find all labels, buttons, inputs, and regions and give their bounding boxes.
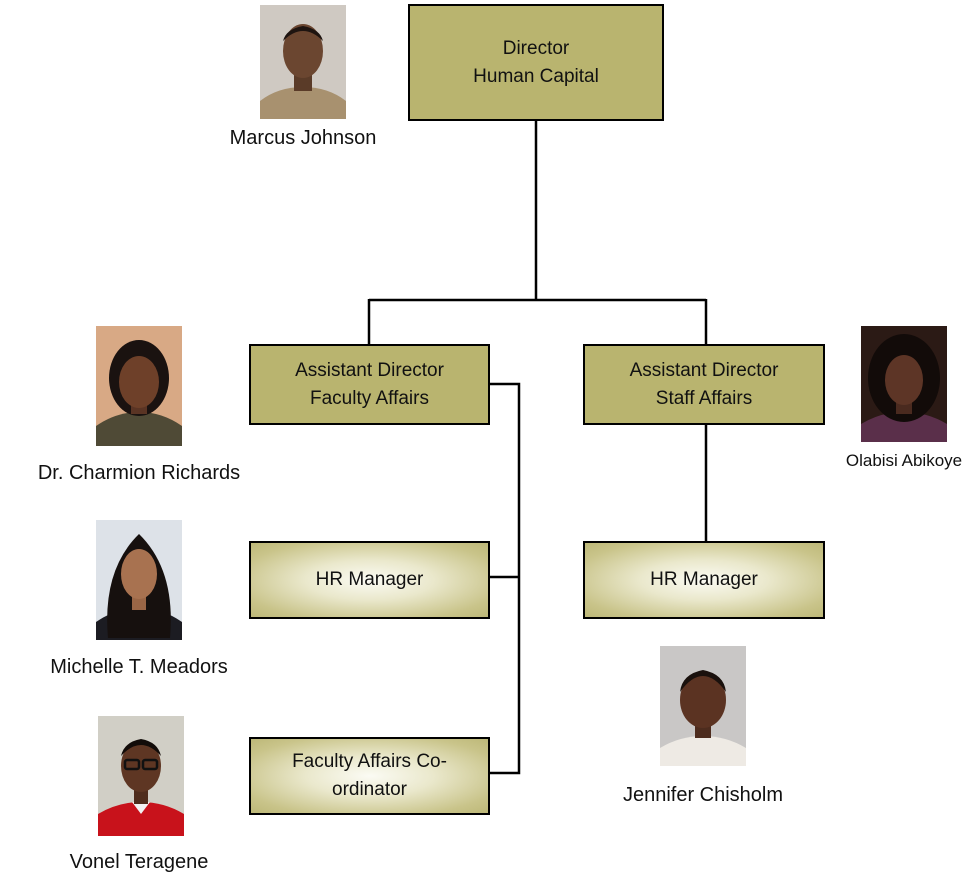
- box-label: Staff Affairs: [655, 387, 753, 409]
- olabisi-abikoye-name: Olabisi Abikoye: [845, 451, 963, 470]
- charmion-richards-photo-icon: [96, 326, 182, 446]
- vonel-teragene-photo-icon: [98, 716, 184, 836]
- box-label: Faculty Affairs: [310, 387, 429, 409]
- connector-faculty-bracket: [489, 382, 521, 775]
- box-label: HR Manager: [650, 569, 758, 591]
- marcus-johnson-photo-icon: [260, 5, 346, 119]
- michelle-meadors-name: Michelle T. Meadors: [50, 656, 228, 678]
- box-label: ordinator: [332, 779, 407, 800]
- box-label: Assistant Director: [295, 359, 444, 381]
- box-label: Director: [502, 37, 570, 59]
- hr-manager-staff-box: HR Manager: [583, 541, 825, 619]
- charmion-richards-name: Dr. Charmion Richards: [37, 462, 241, 484]
- jennifer-chisholm-name: Jennifer Chisholm: [622, 784, 784, 806]
- assistant-director-staff-affairs-box: Assistant Director Staff Affairs: [583, 344, 825, 425]
- jennifer-chisholm-photo-icon: [660, 646, 746, 766]
- box-label: Human Capital: [473, 65, 599, 87]
- faculty-affairs-coordinator-box: Faculty Affairs Co- ordinator: [249, 737, 490, 815]
- director-human-capital-box: Director Human Capital: [408, 4, 664, 121]
- hr-manager-faculty-box: HR Manager: [249, 541, 490, 619]
- box-label: HR Manager: [315, 569, 424, 591]
- box-label: Assistant Director: [629, 359, 779, 381]
- vonel-teragene-name: Vonel Teragene: [69, 851, 209, 873]
- marcus-johnson-name: Marcus Johnson: [229, 127, 377, 149]
- box-label: Faculty Affairs Co-: [292, 751, 447, 773]
- michelle-meadors-photo-icon: [96, 520, 182, 640]
- olabisi-abikoye-photo-icon: [861, 326, 947, 442]
- assistant-director-faculty-affairs-box: Assistant Director Faculty Affairs: [249, 344, 490, 425]
